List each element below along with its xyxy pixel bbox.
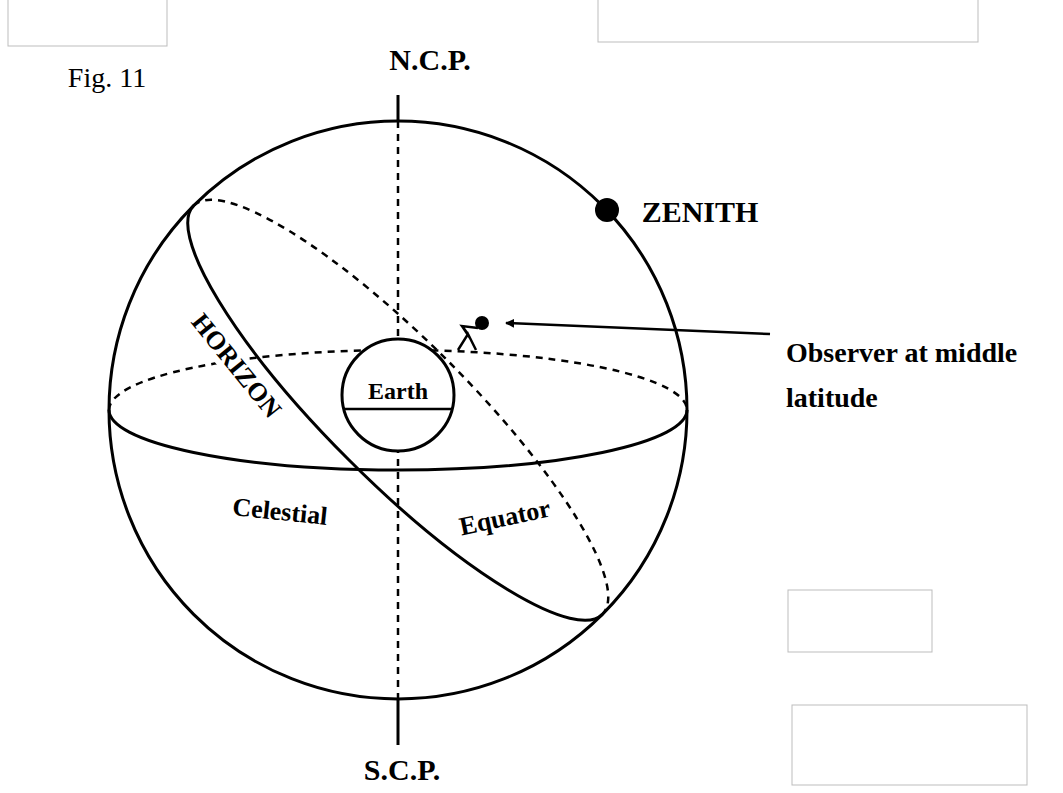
blank-box xyxy=(788,590,932,652)
zenith-dot xyxy=(595,198,619,222)
blank-box xyxy=(8,0,167,46)
equator-label: Equator xyxy=(454,494,556,542)
blank-box xyxy=(598,0,978,42)
leader-arrow xyxy=(506,323,770,334)
node-text: Earth xyxy=(368,379,428,403)
observer-callout: Observer at middle latitude xyxy=(783,330,1029,422)
celestial-sphere xyxy=(109,121,687,699)
blank-box xyxy=(792,705,1027,785)
polar-axis xyxy=(397,699,400,745)
earth-circle: Earth xyxy=(340,337,456,453)
pole-label: S.C.P. xyxy=(361,754,443,786)
figure-number: Fig. 11 xyxy=(65,63,149,93)
horizon-front xyxy=(144,206,602,664)
zenith-label: ZENITH xyxy=(639,196,762,228)
polar-axis xyxy=(397,95,400,121)
observer-figure xyxy=(458,316,489,350)
equator-label: Celestial xyxy=(228,493,332,531)
pole-label: N.C.P. xyxy=(386,44,473,76)
